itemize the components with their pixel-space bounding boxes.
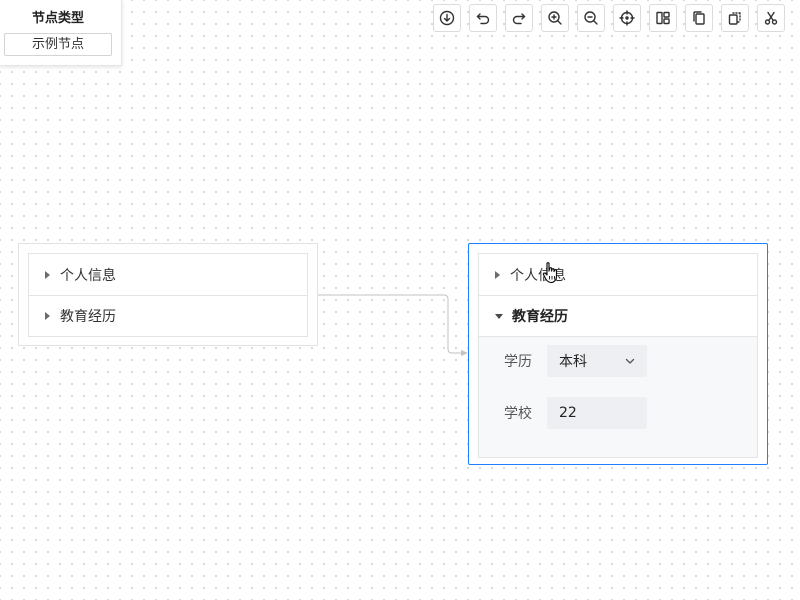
collapse-group: 个人信息 教育经历 xyxy=(28,253,308,337)
undo-button[interactable] xyxy=(469,4,497,32)
cut-icon xyxy=(764,11,778,25)
fit-center-button[interactable] xyxy=(613,4,641,32)
caret-right-icon xyxy=(45,312,50,320)
degree-select[interactable]: 本科 xyxy=(547,345,647,377)
node-type-palette: 节点类型 示例节点 xyxy=(0,0,122,66)
degree-select-value: 本科 xyxy=(559,354,587,370)
paste-icon xyxy=(728,12,741,25)
collapse-panel-education: 教育经历 学历 本科 学校 22 xyxy=(479,295,757,457)
redo-button[interactable] xyxy=(505,4,533,32)
panel-label: 个人信息 xyxy=(60,267,116,284)
collapse-header-education[interactable]: 教育经历 xyxy=(479,295,757,336)
flow-node-right-selected[interactable]: 个人信息 教育经历 学历 本科 学校 xyxy=(468,243,768,465)
school-input-value: 22 xyxy=(559,405,577,421)
undo-icon xyxy=(476,13,490,25)
copy-button[interactable] xyxy=(685,4,713,32)
collapse-group: 个人信息 教育经历 学历 本科 学校 xyxy=(478,253,758,458)
hand-pointer-cursor-icon xyxy=(542,262,558,284)
zoom-out-button[interactable] xyxy=(577,4,605,32)
copy-icon xyxy=(693,11,705,25)
cut-button[interactable] xyxy=(757,4,785,32)
toolbar xyxy=(433,4,785,32)
palette-item-example-node[interactable]: 示例节点 xyxy=(4,33,112,56)
panel-label: 教育经历 xyxy=(60,309,116,325)
zoom-in-icon xyxy=(548,11,562,25)
collapse-panel-personal-info: 个人信息 xyxy=(479,254,757,295)
school-input[interactable]: 22 xyxy=(547,397,647,429)
form-row-school: 学校 22 xyxy=(479,397,757,429)
redo-icon xyxy=(512,13,526,25)
edge-arrowhead xyxy=(461,350,468,356)
caret-down-icon xyxy=(495,313,503,319)
layout-icon xyxy=(656,11,670,25)
school-label: 学校 xyxy=(504,406,532,422)
download-button[interactable] xyxy=(433,4,461,32)
download-icon xyxy=(439,10,455,26)
zoom-out-icon xyxy=(584,11,598,25)
zoom-in-button[interactable] xyxy=(541,4,569,32)
form-row-degree: 学历 本科 xyxy=(479,345,757,377)
fit-center-icon xyxy=(619,10,635,26)
collapse-header-education[interactable]: 教育经历 xyxy=(29,295,307,336)
caret-right-icon xyxy=(495,270,500,279)
layout-button[interactable] xyxy=(649,4,677,32)
collapse-header-personal-info[interactable]: 个人信息 xyxy=(479,254,757,295)
education-form: 学历 本科 学校 22 xyxy=(479,336,757,457)
degree-label: 学历 xyxy=(504,354,532,370)
flow-node-left[interactable]: 个人信息 教育经历 xyxy=(18,243,318,346)
chevron-down-icon xyxy=(625,358,635,364)
paste-button[interactable] xyxy=(721,4,749,32)
palette-title: 节点类型 xyxy=(31,11,84,26)
panel-label: 教育经历 xyxy=(512,309,568,325)
collapse-panel-education: 教育经历 xyxy=(29,295,307,336)
collapse-header-personal-info[interactable]: 个人信息 xyxy=(29,254,307,295)
caret-right-icon xyxy=(45,270,50,279)
collapse-panel-personal-info: 个人信息 xyxy=(29,254,307,295)
